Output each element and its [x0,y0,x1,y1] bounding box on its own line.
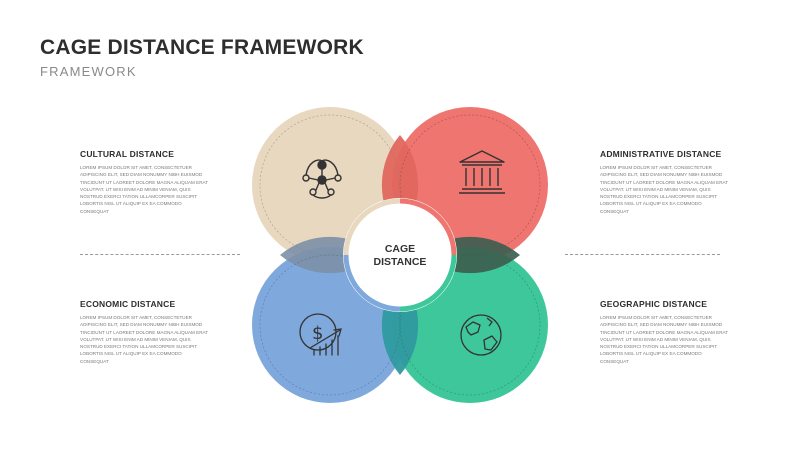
cultural-title: CULTURAL DISTANCE [80,149,175,159]
center-label: CAGE DISTANCE [358,243,442,269]
page-subtitle: FRAMEWORK [40,64,137,79]
left-divider [80,254,240,255]
page-title: CAGE DISTANCE FRAMEWORK [40,36,364,59]
cultural-text: Lorem ipsum dolor sit amet, consectetuer… [80,165,208,214]
government-building-icon [459,150,505,194]
economic-text: Lorem ipsum dolor sit amet, consectetuer… [80,315,208,364]
center-ring-geographic-arc [399,254,457,312]
geographic-dash-ring [399,254,541,396]
geographic-title: GEOGRAPHIC DISTANCE [600,299,708,309]
svg-text:$: $ [312,323,323,344]
dollar-growth-icon: $ [299,313,342,356]
center-ring-economic-arc [343,254,401,312]
administrative-title: ADMINISTRATIVE DISTANCE [600,149,722,159]
center-disc [351,206,449,304]
economic-block: ECONOMIC DISTANCE Lorem ipsum dolor sit … [80,299,210,365]
center-ring-cultural-arc [343,198,401,256]
center-label-line2: DISTANCE [373,256,427,268]
geographic-block: GEOGRAPHIC DISTANCE Lorem ipsum dolor si… [600,299,730,365]
cultural-block: CULTURAL DISTANCE Lorem ipsum dolor sit … [80,149,210,215]
administrative-block: ADMINISTRATIVE DISTANCE Lorem ipsum dolo… [600,149,730,215]
network-icon [302,159,342,199]
right-divider [565,254,720,255]
geographic-text: Lorem ipsum dolor sit amet, consectetuer… [600,315,728,364]
globe-icon [460,314,502,356]
economic-title: ECONOMIC DISTANCE [80,299,176,309]
administrative-text: Lorem ipsum dolor sit amet, consectetuer… [600,165,728,214]
economic-dash-ring [259,254,401,396]
center-ring-administrative-arc [399,198,457,256]
center-label-line1: CAGE [384,243,416,255]
